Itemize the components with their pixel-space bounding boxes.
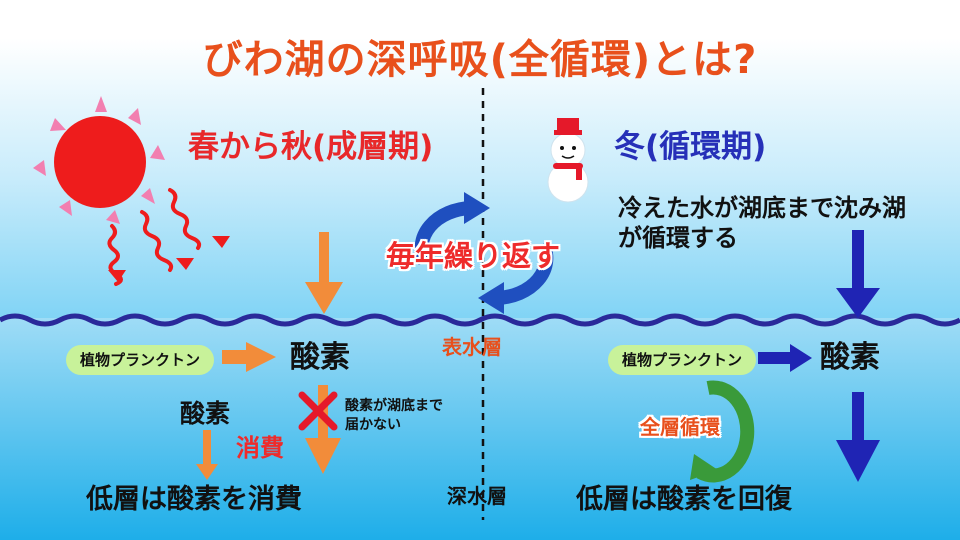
sun-icon xyxy=(33,96,165,224)
navy-arrows xyxy=(758,230,880,482)
season-left-label: 春から秋(成層期) xyxy=(188,129,434,165)
plankton-left-pill: 植物プランクトン xyxy=(66,345,215,375)
cycle-arrows-icon xyxy=(414,201,554,305)
oxygen-left-label: 酸素 xyxy=(290,340,350,375)
loop-arrow-icon xyxy=(690,380,755,483)
water-surface-wave xyxy=(0,313,960,327)
deep-layer-label: 深水層 xyxy=(447,484,507,508)
heat-ray-arrowheads xyxy=(108,236,230,282)
oxygen-small-label: 酸素 xyxy=(180,399,231,428)
plankton-right-pill: 植物プランクトン xyxy=(608,345,757,375)
bottom-left-caption: 低層は酸素を消費 xyxy=(86,484,302,515)
oxygen-not-reaching-note: 酸素が湖底まで届かない xyxy=(345,398,443,433)
bottom-right-caption: 低層は酸素を回復 xyxy=(576,484,792,515)
sky-background xyxy=(0,0,960,322)
surface-layer-label: 表水層 xyxy=(442,335,502,359)
cycle-arrowheads xyxy=(464,192,504,314)
whole-circulation-label: 全層循環 xyxy=(640,415,720,439)
season-right-label: 冬(循環期) xyxy=(614,129,767,165)
cross-mark-icon xyxy=(298,391,338,431)
page-title: びわ湖の深呼吸(全循環)とは? xyxy=(202,37,758,83)
consume-label: 消費 xyxy=(236,434,284,462)
snowman-icon xyxy=(547,118,589,203)
repeat-label: 毎年繰り返す xyxy=(386,239,561,273)
winter-description: 冷えた水が湖底まで沈み湖が循環する xyxy=(618,194,906,252)
oxygen-right-label: 酸素 xyxy=(820,340,880,375)
